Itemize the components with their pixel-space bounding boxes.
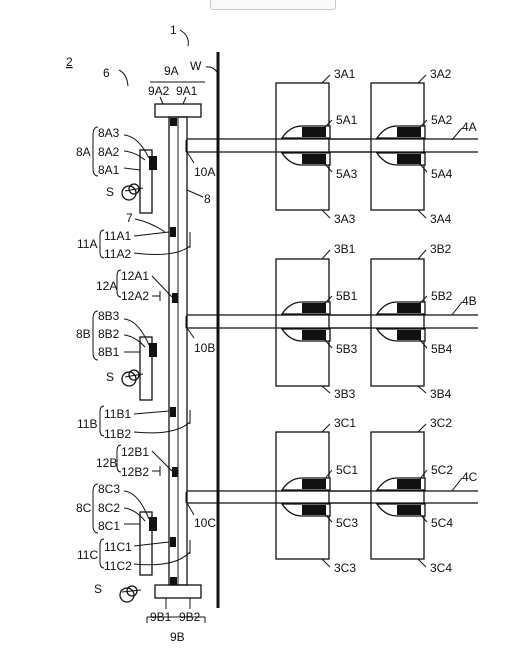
label-1: 1 (170, 23, 177, 37)
label-S-C: S (94, 582, 102, 596)
label-11C2: 11C2 (104, 559, 132, 573)
bottom-block (170, 577, 177, 585)
label-8B2: 8B2 (98, 327, 120, 341)
label-9A: 9A (164, 64, 179, 78)
label-3C2: 3C2 (430, 416, 452, 430)
pipe-overlay (276, 138, 424, 504)
label-10C: 10C (194, 516, 216, 530)
label-4A: 4A (462, 120, 477, 134)
label-3B3: 3B3 (334, 387, 356, 401)
label-7: 7 (126, 211, 133, 225)
label-text: 1 2 W 6 9A 9A2 9A1 8A3 8A 8A2 8A1 S 7 10… (66, 23, 478, 644)
label-4C: 4C (462, 470, 478, 484)
label-11C1: 11C1 (104, 540, 132, 554)
boxes (275, 82, 425, 560)
label-3B4: 3B4 (430, 387, 452, 401)
label-11B2: 11B2 (104, 427, 131, 441)
label-12A2: 12A2 (121, 289, 149, 303)
label-5A4: 5A4 (431, 167, 453, 181)
label-12B2: 12B2 (121, 465, 149, 479)
label-9A2: 9A2 (148, 84, 170, 98)
label-11C: 11C (77, 548, 98, 562)
top-block (170, 118, 177, 126)
label-8B3: 8B3 (98, 309, 120, 323)
label-5B4: 5B4 (431, 342, 453, 356)
label-5B2: 5B2 (431, 289, 453, 303)
label-6: 6 (103, 66, 110, 80)
rail-sensors (170, 140, 191, 554)
label-8A2: 8A2 (98, 145, 120, 159)
label-8C3: 8C3 (98, 482, 120, 496)
top-cap-9A (154, 103, 202, 118)
label-11A1: 11A1 (104, 229, 131, 243)
label-8A1: 8A1 (98, 163, 120, 177)
label-3C4: 3C4 (430, 561, 452, 575)
label-3B1: 3B1 (334, 242, 356, 256)
label-12B1: 12B1 (121, 445, 149, 459)
label-3A3: 3A3 (334, 212, 356, 226)
label-5B3: 5B3 (336, 342, 358, 356)
label-5A3: 5A3 (336, 167, 358, 181)
bottom-cap-9B (154, 584, 202, 599)
label-5B1: 5B1 (336, 289, 358, 303)
label-8C: 8C (76, 501, 92, 515)
pipe-4C (187, 490, 478, 504)
label-11A: 11A (77, 237, 97, 251)
label-11A2: 11A2 (104, 247, 131, 261)
label-5A2: 5A2 (431, 113, 453, 127)
label-2: 2 (66, 55, 73, 69)
pipe-4A (187, 138, 478, 153)
label-11B: 11B (77, 417, 97, 431)
label-3A1: 3A1 (334, 67, 356, 81)
label-5C2: 5C2 (431, 463, 453, 477)
label-4B: 4B (462, 294, 477, 308)
label-5C4: 5C4 (431, 516, 453, 530)
label-3A4: 3A4 (430, 212, 452, 226)
label-8: 8 (204, 192, 211, 206)
label-S-A: S (106, 185, 114, 199)
label-8C2: 8C2 (98, 501, 120, 515)
label-9B2: 9B2 (179, 610, 201, 624)
label-9B: 9B (170, 630, 185, 644)
label-5C3: 5C3 (336, 516, 358, 530)
label-S-B: S (106, 370, 114, 384)
label-8B1: 8B1 (98, 345, 120, 359)
probes (139, 149, 157, 576)
toolbar-tab[interactable] (210, 0, 336, 10)
label-12A: 12A (96, 279, 117, 293)
label-8A3: 8A3 (98, 126, 120, 140)
label-12A1: 12A1 (121, 269, 149, 283)
leader-W (205, 66, 219, 75)
label-W: W (190, 59, 202, 73)
label-10B: 10B (194, 341, 215, 355)
label-12B: 12B (96, 456, 117, 470)
label-11B1: 11B1 (104, 407, 131, 421)
label-5C1: 5C1 (336, 463, 358, 477)
label-8A: 8A (76, 145, 91, 159)
pipe-4B (187, 314, 478, 329)
label-10A: 10A (194, 165, 215, 179)
label-3A2: 3A2 (430, 67, 452, 81)
label-9B1: 9B1 (150, 610, 172, 624)
label-8C1: 8C1 (98, 519, 120, 533)
label-3C1: 3C1 (334, 416, 356, 430)
leader-lines (118, 29, 463, 609)
label-5A1: 5A1 (336, 113, 358, 127)
label-9A1: 9A1 (176, 84, 198, 98)
brackets (92, 81, 206, 623)
label-3B2: 3B2 (430, 242, 452, 256)
label-8B: 8B (76, 327, 91, 341)
label-3C3: 3C3 (334, 561, 356, 575)
